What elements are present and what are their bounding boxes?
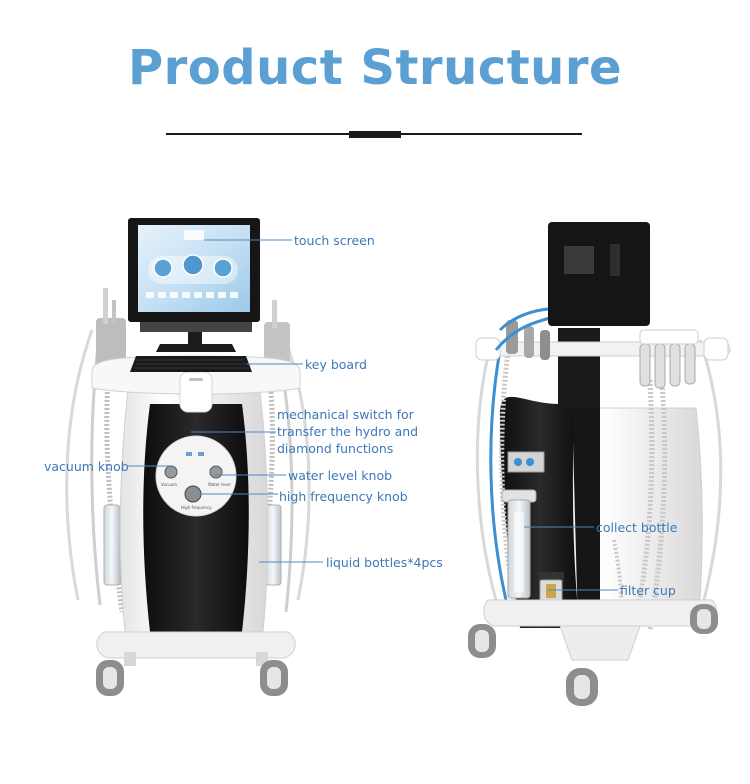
page-title: Product Structure [127, 40, 623, 96]
mechanical-switch-label-line1: mechanical switch for [277, 407, 414, 422]
liquid-bottles-label: liquid bottles*4pcs [326, 555, 443, 570]
collect-bottle-label: collect bottle [596, 520, 678, 535]
touch-screen-label: touch screen [294, 233, 375, 248]
high-frequency-panel-label: High frequency [181, 505, 212, 510]
title-divider-accent [349, 131, 401, 138]
filter-cup-label: filter cup [620, 583, 676, 598]
front-view-machine: Vacuum Water level High frequency [65, 218, 311, 696]
vacuum-panel-label: Vacuum [161, 482, 177, 487]
mechanical-switch-label-line3: diamond functions [277, 441, 394, 456]
high-frequency-knob-label: high frequency knob [279, 489, 408, 504]
vacuum-knob-label: vacuum knob [44, 459, 129, 474]
mechanical-switch-label-line2: transfer the hydro and [277, 424, 419, 439]
leader-lines [127, 239, 618, 591]
rear-view-machine [468, 222, 731, 706]
key-board-label: key board [305, 357, 367, 372]
water-level-knob-label: water level knob [288, 468, 393, 483]
water-level-panel-label: Water level [208, 482, 231, 487]
